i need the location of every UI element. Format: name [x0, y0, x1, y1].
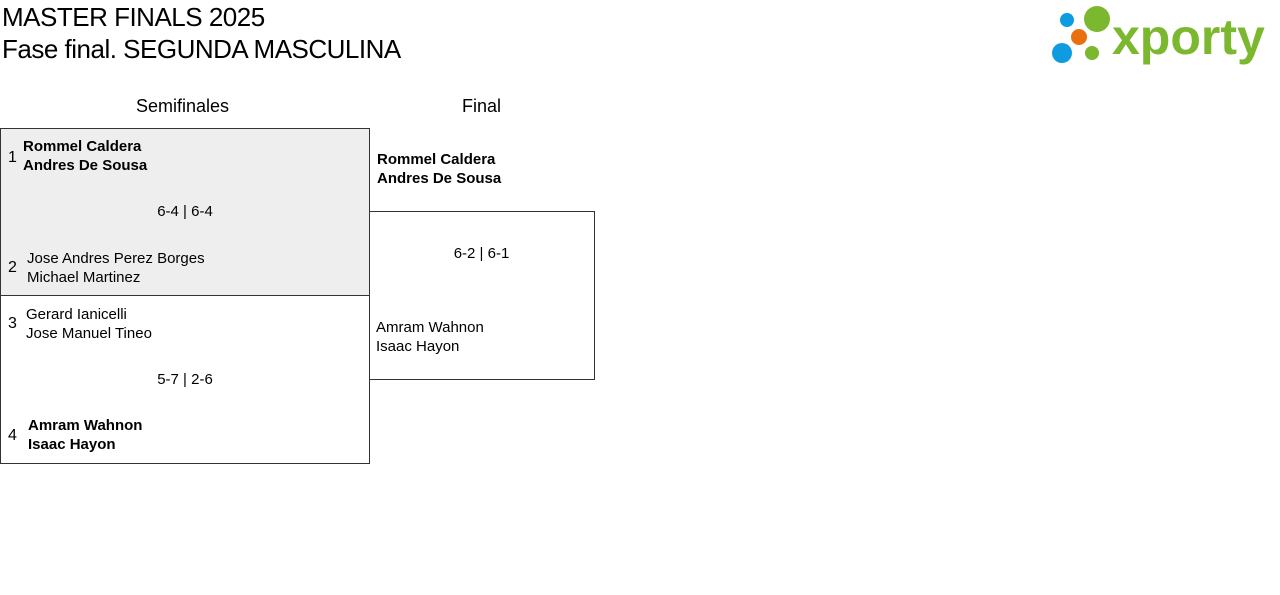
page-subtitle: Fase final. SEGUNDA MASCULINA: [2, 34, 401, 64]
seed-number: 1: [8, 149, 17, 166]
seed-number: 3: [8, 315, 17, 332]
page-title: MASTER FINALS 2025: [2, 2, 265, 32]
xporty-logo: xporty: [1052, 6, 1265, 65]
round-header-semifinales: Semifinales: [136, 96, 230, 116]
match-score: 6-4 | 6-4: [157, 203, 213, 220]
match-score: 6-2 | 6-1: [453, 245, 510, 262]
svg-text:xporty: xporty: [1112, 9, 1265, 65]
round-header-final: Final: [462, 96, 502, 116]
seed-number: 2: [8, 259, 17, 276]
seed-number: 4: [8, 427, 17, 444]
match-score: 5-7 | 2-6: [157, 371, 213, 388]
